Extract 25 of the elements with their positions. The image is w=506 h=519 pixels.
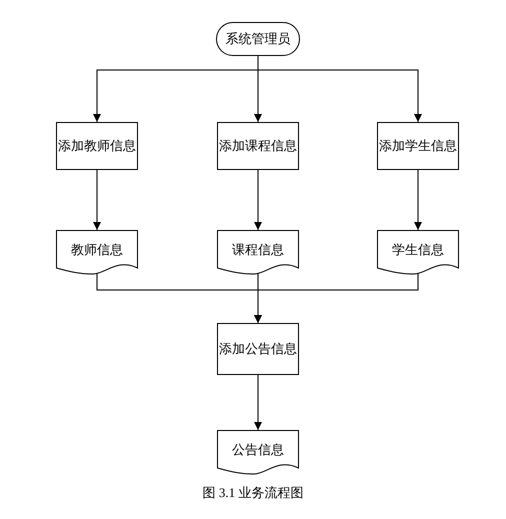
document-shape [217, 230, 299, 276]
document-shape [56, 230, 138, 276]
node-label: 课程信息 [232, 241, 284, 259]
node-label: 公告信息 [232, 441, 284, 459]
node-label: 添加课程信息 [219, 137, 297, 155]
arrow [258, 56, 422, 122]
process-box [217, 323, 299, 375]
node-label: 添加学生信息 [379, 137, 457, 155]
arrow [254, 272, 418, 324]
node-label: 添加教师信息 [58, 137, 136, 155]
caption: 图 3.1 业务流程图 [202, 484, 304, 502]
node-label: 学生信息 [392, 241, 444, 259]
node-label: 系统管理员 [226, 30, 290, 48]
terminal-box [216, 22, 300, 56]
node-label: 添加公告信息 [219, 340, 297, 358]
arrow [254, 170, 262, 230]
process-box [377, 122, 459, 170]
arrow [93, 170, 101, 230]
document-shape [217, 430, 299, 476]
arrow [414, 170, 422, 230]
document-shape [377, 230, 459, 276]
process-box [217, 122, 299, 170]
node-label: 教师信息 [71, 241, 123, 259]
process-box [56, 122, 138, 170]
arrow [254, 374, 262, 430]
